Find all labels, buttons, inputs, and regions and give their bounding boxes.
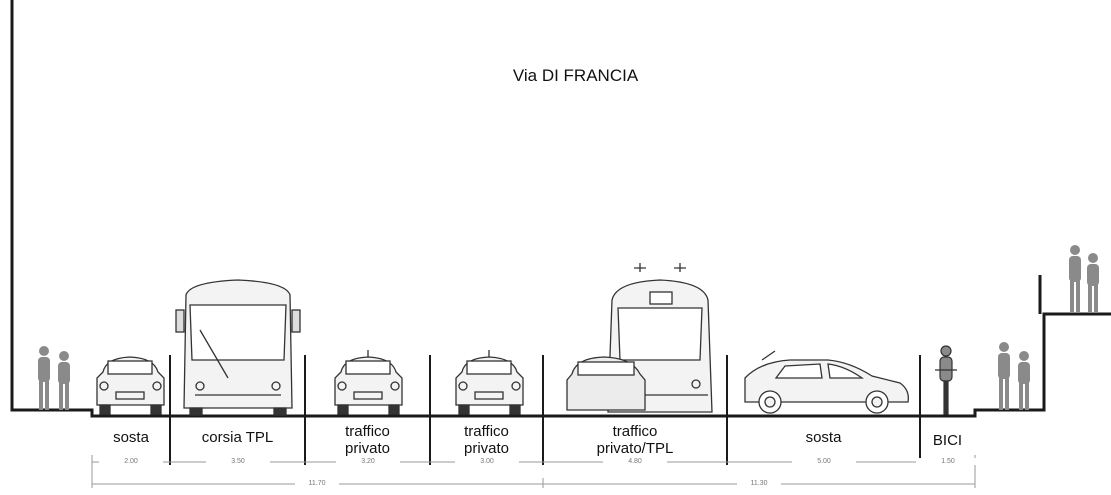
street-title: Via DI FRANCIA xyxy=(512,66,639,85)
cyclist-icon xyxy=(935,345,957,415)
lane-separators xyxy=(169,355,921,465)
lane-label-sosta: sosta xyxy=(113,429,149,446)
lane-label-sosta: sosta xyxy=(805,429,842,446)
car-front-icon xyxy=(96,356,165,415)
pedestrians-icon xyxy=(38,346,70,410)
pedestrians-icon xyxy=(1069,245,1099,313)
lane-width: 3.50 xyxy=(206,458,270,465)
total-width: 11.70 xyxy=(295,480,339,487)
lane-width: 2.00 xyxy=(99,458,163,465)
lane-width: 3.20 xyxy=(336,458,400,465)
pedestrians-icon xyxy=(998,342,1030,410)
ground-profile xyxy=(10,0,1111,418)
lane-label-traffico-privato: traffico privato xyxy=(344,423,391,457)
lane-width: 5.00 xyxy=(792,458,856,465)
lane-label-traffico-privato-tpl: traffico privato/TPL xyxy=(596,423,674,457)
lane-width: 3.00 xyxy=(455,458,519,465)
lane-label-bici: BICI xyxy=(932,432,963,449)
bus-front-icon xyxy=(175,279,301,416)
car-front-icon xyxy=(455,350,524,415)
car-rear-icon xyxy=(566,356,646,411)
car-front-icon xyxy=(334,350,403,415)
car-side-icon xyxy=(744,350,909,414)
total-width: 11.30 xyxy=(737,480,781,487)
lane-label-corsia-tpl: corsia TPL xyxy=(201,429,274,446)
lane-label-traffico-privato: traffico privato xyxy=(463,423,510,457)
lane-width: 1.50 xyxy=(916,458,980,465)
lane-width: 4.80 xyxy=(603,458,667,465)
